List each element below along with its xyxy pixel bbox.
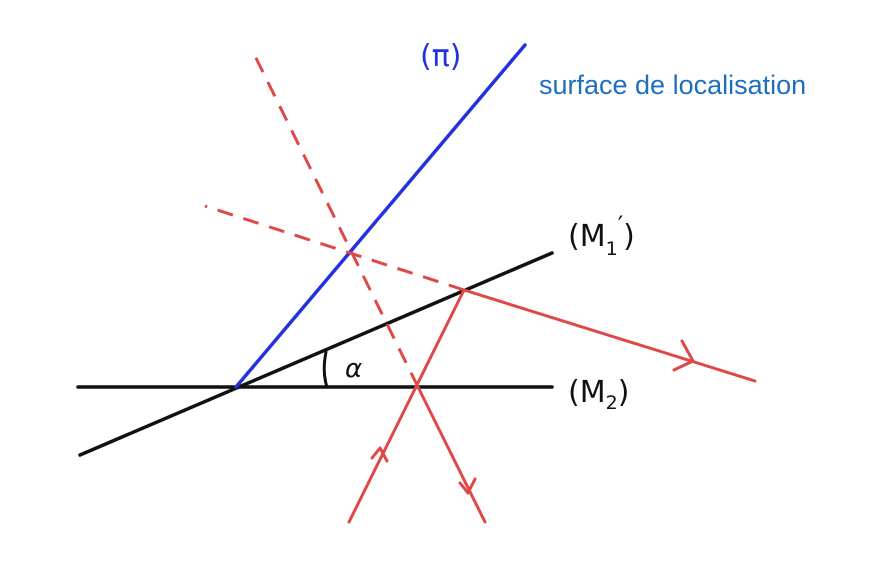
plane-pi-label: (π) (420, 39, 461, 74)
virtual-ray-m1-extension (204, 204, 465, 292)
angle-arc (322, 350, 329, 389)
localisation-surface-caption: surface de localisation (539, 70, 807, 100)
reflected-ray-m2-arrow (458, 477, 477, 495)
mirror-m2-main: (M (568, 375, 606, 410)
mirror-m1-prime-sub: 1 (606, 238, 618, 260)
reflected-ray-m1 (462, 288, 757, 383)
incident-ray (347, 288, 466, 524)
angle-alpha-label: α (345, 354, 362, 384)
virtual-ray-m2-extension (253, 55, 420, 388)
mirror-m1-prime-main: (M (568, 219, 606, 254)
mirror-m2-label: (M2) (568, 375, 629, 414)
reflected-ray-m2 (416, 385, 487, 524)
mirror-m1-prime-mark: ′ (618, 211, 623, 239)
mirror-m2-sub: 2 (606, 392, 618, 414)
incident-ray-arrow (370, 446, 389, 463)
mirror-m1-prime-label: (M1′) (568, 211, 635, 260)
plane-pi-line (234, 43, 527, 389)
mirror-m1-prime-line (78, 251, 554, 457)
reflected-ray-m1-arrow (672, 339, 695, 372)
mirror-m2-close: ) (618, 375, 630, 410)
mirror-m1-prime-close: ) (623, 219, 635, 254)
